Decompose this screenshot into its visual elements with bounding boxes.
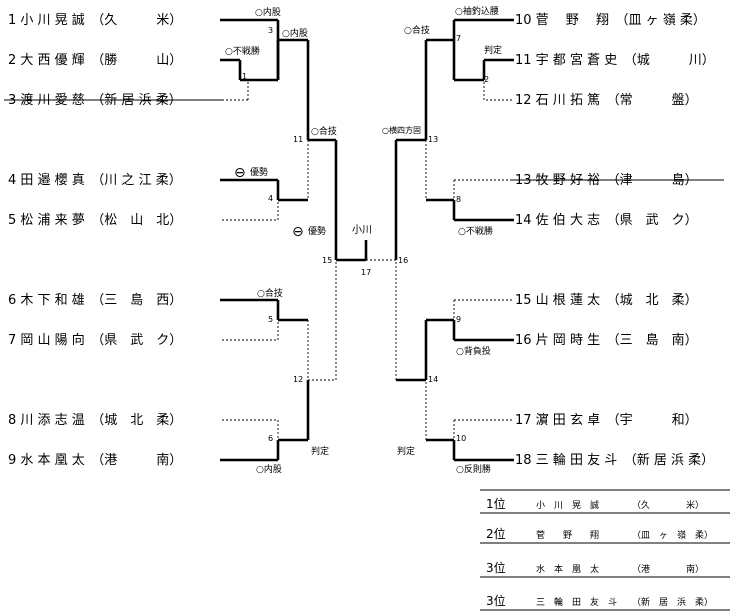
ranking-name-1: 小 川 晃 誠 bbox=[536, 499, 599, 511]
match-number-9: 9 bbox=[456, 315, 461, 324]
technique-hansoku-10: ○反則勝 bbox=[456, 463, 491, 475]
match-number-3: 3 bbox=[268, 26, 273, 35]
match-number-1: 1 bbox=[242, 72, 247, 81]
technique-uchimata-6: ○内股 bbox=[256, 463, 282, 475]
ranking-name-2: 菅 野 翔 bbox=[536, 529, 599, 541]
match-number-5: 5 bbox=[268, 315, 273, 324]
match-number-11: 11 bbox=[293, 135, 303, 144]
technique-fusen-8: ○不戦勝 bbox=[458, 225, 493, 237]
player-left-4: 4 田 邉 櫻 真 （川 之 江 柔） bbox=[8, 173, 182, 188]
match-number-2: 2 bbox=[484, 75, 489, 84]
match-number-7: 7 bbox=[456, 34, 461, 43]
player-right-10: 10 菅 野 翔 （皿 ヶ 嶺 柔） bbox=[515, 13, 706, 28]
technique-fusen-1: ○不戦勝 bbox=[225, 45, 260, 57]
ranking-school-3: （港 南） bbox=[632, 563, 704, 575]
match-number-17: 17 bbox=[361, 268, 371, 277]
hantei-2: 判定 bbox=[484, 44, 502, 56]
player-left-9: 9 水 本 凰 太 （港 南） bbox=[8, 452, 182, 468]
final-winner-name: 小川 bbox=[352, 224, 372, 236]
yusei-mark-15: ⊖ bbox=[292, 224, 304, 240]
hantei-6: 判定 bbox=[311, 445, 329, 457]
technique-uchimata-3: ○内股 bbox=[255, 6, 281, 18]
player-left-5: 5 松 浦 来 夢 （松 山 北） bbox=[8, 213, 182, 228]
match-number-16: 16 bbox=[398, 256, 408, 265]
match-number-10: 10 bbox=[456, 434, 466, 443]
ranking-position-1: 1位 bbox=[486, 496, 506, 511]
player-left-3: 3 渡 川 愛 慈 （新 居 浜 柔） bbox=[8, 92, 182, 108]
ranking-position-2: 2位 bbox=[486, 526, 506, 541]
ranking-school-1: （久 米） bbox=[632, 499, 704, 511]
hantei-10: 判定 bbox=[397, 445, 415, 457]
match-number-13: 13 bbox=[428, 135, 438, 144]
player-right-14: 14 佐 伯 大 志 （県 武 ク） bbox=[515, 213, 698, 228]
player-right-17: 17 濵 田 玄 卓 （宇 和） bbox=[515, 413, 698, 428]
match-number-15: 15 bbox=[322, 256, 332, 265]
player-left-2: 2 大 西 優 輝 （勝 山） bbox=[8, 53, 182, 68]
player-left-1: 1 小 川 晃 誠 （久 米） bbox=[8, 13, 182, 28]
yusei-mark-4: ⊖ bbox=[234, 165, 246, 181]
player-left-8: 8 川 添 志 温 （城 北 柔） bbox=[8, 413, 182, 428]
player-left-6: 6 木 下 和 雄 （三 島 西） bbox=[8, 293, 182, 308]
ranking-school-4: （新 居 浜 柔） bbox=[632, 596, 713, 608]
match-number-4: 4 bbox=[268, 194, 273, 203]
technique-goukei-11: ○合技 bbox=[311, 125, 337, 137]
player-right-11: 11 宇 都 宮 蒼 史 （城 川） bbox=[515, 52, 715, 68]
yusei-label-15: 優勢 bbox=[308, 225, 326, 237]
yusei-label-4: 優勢 bbox=[250, 166, 268, 178]
player-right-13: 13 牧 野 好 裕 （津 島） bbox=[515, 173, 698, 188]
player-right-18: 18 三 輪 田 友 斗 （新 居 浜 柔） bbox=[515, 452, 714, 468]
player-right-12: 12 石 川 拓 篤 （常 盤） bbox=[515, 93, 698, 108]
player-right-15: 15 山 根 蓮 太 （城 北 柔） bbox=[515, 293, 698, 308]
match-number-6: 6 bbox=[268, 434, 273, 443]
technique-goukei-5: ○合技 bbox=[257, 287, 283, 299]
technique-goukei-7: ○合技 bbox=[404, 24, 430, 36]
technique-seoi-9: ○背負投 bbox=[456, 345, 491, 357]
match-number-14: 14 bbox=[428, 375, 438, 384]
ranking-name-3: 水 本 凰 太 bbox=[536, 563, 599, 575]
ranking-position-3: 3位 bbox=[486, 560, 506, 575]
ranking-school-2: （皿 ヶ 嶺 柔） bbox=[632, 530, 713, 541]
ranking-position-4: 3位 bbox=[486, 593, 506, 608]
technique-sode-7: ○袖釣込腰 bbox=[455, 5, 499, 17]
technique-yoko-13: ○横四方固 bbox=[382, 125, 421, 135]
player-left-7: 7 岡 山 陽 向 （県 武 ク） bbox=[8, 332, 182, 348]
technique-uchimata-m3: ○内股 bbox=[282, 27, 308, 39]
match-number-8: 8 bbox=[456, 195, 461, 204]
player-right-16: 16 片 岡 時 生 （三 島 南） bbox=[515, 332, 698, 348]
match-number-12: 12 bbox=[293, 375, 303, 384]
ranking-name-4: 三 輪 田 友 斗 bbox=[536, 596, 617, 608]
